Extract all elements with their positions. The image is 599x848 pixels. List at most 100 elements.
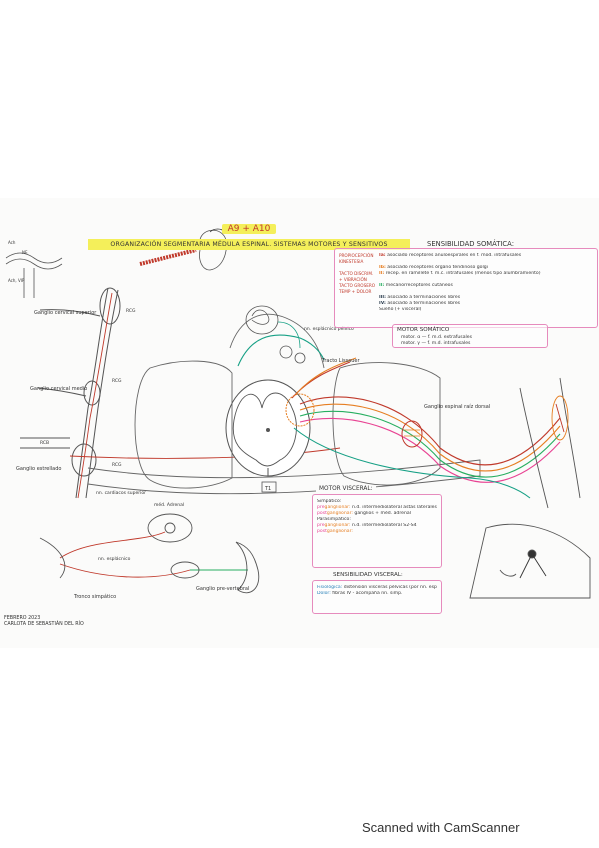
somatic-row: Tacto groseroII: mecanorreceptores cután… [339, 283, 593, 289]
motor-visceral-label: pre [317, 505, 325, 510]
motor-visceral-line: Simpático: [317, 499, 437, 505]
sensibilidad-visceral-text: fibras IV - acompaña nn. simp. [330, 591, 403, 596]
footer: Febrero 2023 Carlota de Sebastián del Rí… [4, 616, 84, 628]
motor-visceral-line: Parasimpático: [317, 517, 437, 523]
motor-visceral-highlight: ganglionar: [326, 529, 353, 534]
dorsal-root-ganglion [401, 420, 423, 448]
footer-author: Carlota de Sebastián del Río [4, 622, 84, 627]
label-nn-esplacnico: nn. esplácnico [98, 555, 131, 562]
somatic-rows: Propiocepción Ia: asociado receptores anu… [335, 249, 597, 313]
motor-visceral-text: n.d. intermediolateral S2-S4 [350, 523, 417, 528]
sensibilidad-visceral-label: Fisiológica: [317, 585, 343, 590]
sensibilidad-visceral-lines: Fisiológica: distensión vísceras pélvica… [313, 581, 441, 601]
somatic-row-subkey: Temp + dolor [339, 289, 593, 295]
spinal-cord-section [225, 379, 311, 477]
somatic-row: Tacto discrim. II: recep. en ramillete f.… [339, 271, 593, 277]
label-tronco-simpatico: Tronco simpático [73, 593, 116, 600]
fiber-type: Ib: [379, 265, 386, 270]
label-segment: T1 [264, 486, 271, 492]
somatic-row-key2: Kinestesia [339, 259, 364, 264]
fiber-description: asociado receptores anuloespirales en f.… [385, 253, 522, 258]
motor-visceral-label: post [317, 511, 327, 516]
nerve-outlines [87, 313, 481, 495]
somatic-row-subkey: + vibración [339, 277, 593, 283]
sympathetic-chain [20, 287, 121, 499]
motor-visceral-label: post [317, 529, 327, 534]
watermark: Scanned with CamScanner [362, 820, 520, 835]
somatic-row: IV: asociado a terminaciones libres [339, 301, 593, 307]
adrenal-pathway [39, 513, 260, 594]
motor-visceral-box: Simpático:preganglionar: n.d. intermedio… [312, 494, 442, 568]
sympathetic-red-fibers [69, 292, 341, 499]
fiber-type: II: [379, 283, 385, 288]
page-title: Organización segmentaria médula espinal.… [88, 239, 410, 250]
sensibilidad-visceral-box: Fisiológica: distensión vísceras pélvica… [312, 580, 442, 614]
somatic-row: Sueño (+ visceral) [339, 307, 593, 313]
fiber-type: IV: [379, 301, 386, 306]
label-rcg-2: RCG [112, 378, 122, 384]
motor-somatico-row-1: motor. α — f. m.d. extrafusales [401, 335, 473, 340]
motor-visceral-label: Parasimpático: [317, 517, 351, 522]
somatic-row-value: Ia: asociado receptores anuloespirales e… [379, 253, 521, 259]
fiber-description: Sueño (+ visceral) [379, 307, 422, 312]
somatic-row-key [339, 307, 379, 313]
label-ganglio-prevertebral: Ganglio pre-vertebral [196, 586, 249, 592]
sensibilidad-somatica-title: Sensibilidad somática: [424, 240, 518, 248]
fiber-description: recep. en ramillete f. m.c. intrafusales… [384, 271, 541, 276]
somatic-row-value: IV: asociado a terminaciones libres [379, 301, 460, 307]
motor-visceral-lines: Simpático:preganglionar: n.d. intermedio… [313, 495, 441, 539]
somatic-row-value: II: mecanorreceptores cutáneos [379, 283, 453, 289]
label-ganglio-estrellado: Ganglio estrellado [16, 466, 61, 472]
motor-visceral-highlight: ganglionar: [326, 511, 353, 516]
somatic-row-key2: Temp + dolor [339, 289, 372, 294]
label-tracto-lissauer: Tracto Lissauer [321, 358, 360, 364]
label-rcg-3: RCG [112, 462, 122, 468]
somatic-row: Ib: asociado receptores órgano tendinoso… [339, 265, 593, 271]
sensibilidad-visceral-text: distensión vísceras pélvicas (por nn. es… [343, 585, 437, 590]
fiber-description: mecanorreceptores cutáneos [384, 283, 453, 288]
fiber-type: II: [379, 271, 385, 276]
somatic-row-key: Tacto discrim. [339, 271, 374, 276]
somatic-row: Propiocepción Ia: asociado receptores anu… [339, 253, 593, 259]
label-ach-top: Ach [8, 240, 16, 245]
fiber-type: Ia: [379, 253, 386, 258]
page-number: A9 + A10 [221, 224, 277, 234]
label-nn-cardiacos: nn. cardiacos superior [96, 490, 146, 496]
somatic-row: III: asociado a terminaciones libres [339, 295, 593, 301]
drawing-sheet: Ganglio cervical superior Ganglio cervic… [0, 198, 599, 648]
label-rcg-1: RCG [126, 308, 136, 314]
motor-visceral-highlight: ganglionar: [324, 505, 351, 510]
somatic-row-value: III: asociado a terminaciones libres [379, 295, 460, 301]
sensibilidad-visceral-label: Dolor: [317, 591, 331, 596]
header: A9 + A10 Organización segmentaria médula… [88, 218, 410, 250]
footer-date: Febrero 2023 [4, 616, 41, 621]
motor-visceral-highlight: ganglionar: [324, 523, 351, 528]
sensibilidad-visceral-line: Dolor: fibras IV - acompaña nn. simp. [317, 591, 437, 597]
somatic-row-key: Propiocepción [339, 253, 374, 258]
carotid-vessel [5, 252, 63, 298]
label-ganglio-cervical-superior: Ganglio cervical superior [34, 310, 97, 316]
fiber-description: asociado receptores órgano tendinoso gol… [385, 265, 488, 270]
motor-somatico-title: Motor somático [397, 327, 450, 333]
fiber-description: asociado a terminaciones libres [385, 295, 461, 300]
somatic-row-key: Tacto grosero [339, 283, 376, 288]
label-ganglio-espinal: Ganglio espinal raíz dorsal [424, 403, 490, 410]
somatic-row-key2: + vibración [339, 277, 367, 282]
muscle-limb [469, 377, 591, 599]
somatic-row-value: Ib: asociado receptores órgano tendinoso… [379, 265, 488, 271]
small-cord-sketch [245, 305, 306, 364]
label-ach-vip: Ach, VIP [8, 278, 25, 283]
motor-visceral-label: pre [317, 523, 325, 528]
sensory-fibers [237, 334, 561, 499]
motor-visceral-text: n.d. intermediolateral astas laterales T… [352, 505, 437, 510]
lissauer-tract-zone [285, 393, 315, 427]
sensibilidad-somatica-box: Propiocepción Ia: asociado receptores anu… [334, 248, 598, 328]
motor-visceral-text: ganglios + méd. adrenal [352, 511, 411, 516]
motor-visceral-line: preganglionar: n.d. intermediolateral S2… [317, 523, 437, 529]
label-ne: NE [22, 250, 28, 255]
motor-somatico-row-2: motor. γ — f. m.d. intrafusales [401, 341, 471, 346]
somatic-row-value: II: recep. en ramillete f. m.c. intrafus… [379, 271, 541, 277]
label-nn-esplacnico-pelvico: nn. esplácnico pélvico [304, 325, 354, 332]
somatic-row-value: Sueño (+ visceral) [379, 307, 421, 313]
fiber-description: asociado a terminaciones libres [385, 301, 461, 306]
